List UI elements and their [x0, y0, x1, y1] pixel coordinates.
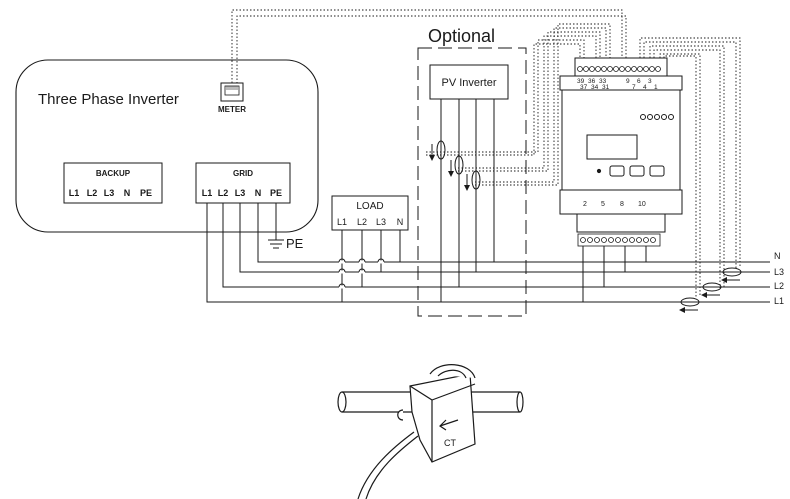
load-wires [341, 230, 401, 302]
line-label-n: N [774, 251, 781, 261]
communication-lines [231, 9, 741, 297]
line-label-l2: L2 [774, 281, 784, 291]
grid-terminal-pe: PE [270, 188, 282, 198]
backup-terminal-pe: PE [140, 188, 152, 198]
pv-inverter-box [429, 64, 509, 100]
meter-top-terminal-36: 36 [588, 78, 596, 85]
backup-terminal-l1: L1 [69, 188, 80, 198]
backup-terminal-n: N [124, 188, 131, 198]
meter-port-label: METER [218, 105, 246, 114]
grid-bus-lines [206, 203, 770, 303]
backup-title: BACKUP [96, 169, 131, 178]
meter-top-terminal-37: 37 [580, 84, 588, 91]
optional-box [417, 47, 527, 317]
meter-top-terminal-7: 7 [632, 84, 636, 91]
pv-ct-clamps [429, 140, 481, 191]
load-terminal-l2: L2 [357, 217, 367, 227]
inverter-box [15, 59, 319, 233]
line-label-l1: L1 [774, 296, 784, 306]
pv-inverter-wires [440, 99, 495, 302]
backup-terminal-l3: L3 [104, 188, 115, 198]
meter-top-terminal-1: 1 [654, 84, 658, 91]
meter-bottom-terminal-5: 5 [601, 201, 605, 208]
meter-top-terminal-33: 33 [599, 78, 607, 85]
load-box [331, 195, 409, 231]
line-label-l3: L3 [774, 267, 784, 277]
load-terminal-l3: L3 [376, 217, 386, 227]
meter-bottom-terminal-screws [577, 233, 661, 247]
meter-port-icon [220, 82, 244, 102]
optional-title: Optional [428, 26, 495, 46]
grid-ct-clamps [679, 267, 742, 313]
backup-terminal-l2: L2 [87, 188, 98, 198]
ct-label: CT [444, 438, 456, 448]
meter-top-terminal-4: 4 [643, 84, 647, 91]
load-terminal-n: N [397, 217, 404, 227]
wire-crossing-arcs [338, 258, 385, 288]
backup-block [63, 162, 163, 204]
grid-terminal-l1: L1 [202, 188, 213, 198]
load-terminal-l1: L1 [337, 217, 347, 227]
meter-top-terminal-9: 9 [626, 78, 630, 85]
meter-bottom-terminal-10: 10 [638, 201, 646, 208]
smart-meter [559, 57, 683, 233]
load-title: LOAD [356, 201, 383, 212]
pe-label: PE [286, 236, 304, 251]
meter-top-terminal-34: 34 [591, 84, 599, 91]
meter-voltage-wires [582, 246, 647, 302]
grid-terminal-l2: L2 [218, 188, 229, 198]
meter-top-terminal-39: 39 [577, 78, 585, 85]
grid-terminal-l3: L3 [235, 188, 246, 198]
inverter-title: Three Phase Inverter [38, 91, 179, 108]
wire-crossings [339, 260, 384, 289]
earth-icon [268, 239, 284, 249]
grid-terminal-n: N [255, 188, 262, 198]
meter-top-terminal-screws [577, 66, 661, 72]
meter-top-terminal-3: 3 [648, 78, 652, 85]
meter-top-terminal-6: 6 [637, 78, 641, 85]
grid-block [195, 162, 291, 204]
meter-bottom-terminal-8: 8 [620, 201, 624, 208]
meter-bottom-terminal-2: 2 [583, 201, 587, 208]
grid-title: GRID [233, 169, 253, 178]
pv-inverter-label: PV Inverter [441, 77, 496, 89]
meter-top-terminal-31: 31 [602, 84, 610, 91]
ct-illustration [337, 364, 524, 499]
